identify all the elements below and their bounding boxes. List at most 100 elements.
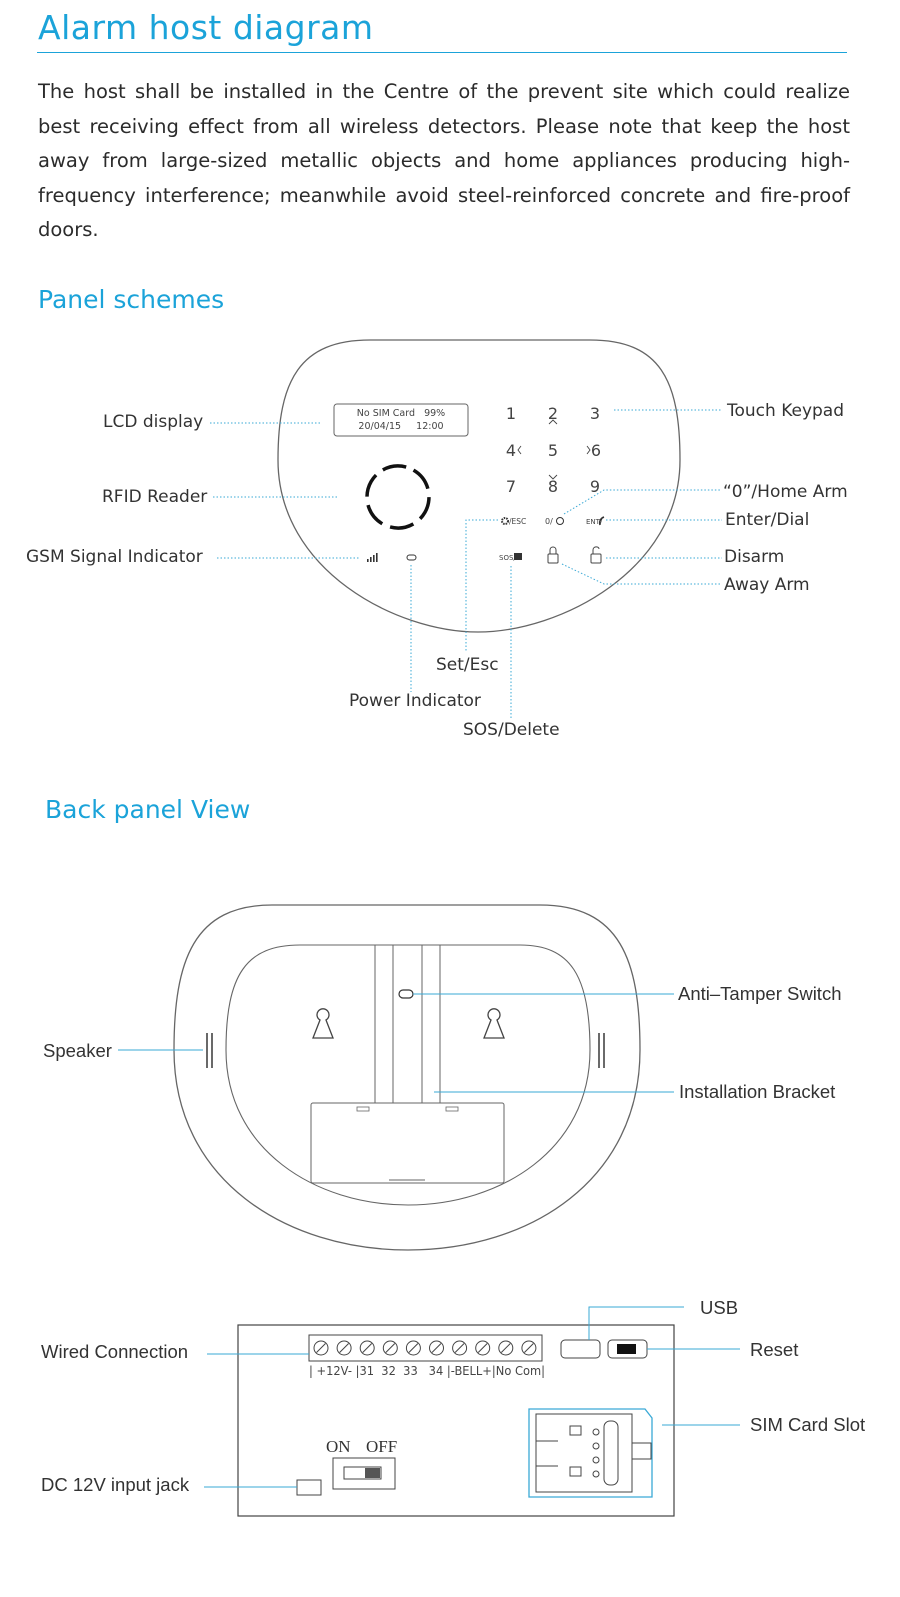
disarm-unlock-icon xyxy=(590,546,602,564)
label-wired-connection: Wired Connection xyxy=(41,1341,189,1362)
lcd-display xyxy=(333,403,469,437)
terminal-screw xyxy=(382,1340,398,1356)
key-6: 6 xyxy=(591,441,601,460)
svg-text:/ESC: /ESC xyxy=(509,517,526,526)
keyhole-left-icon xyxy=(312,1008,334,1039)
switch-off-label: OFF xyxy=(366,1437,397,1456)
key-2: 2 xyxy=(548,404,558,423)
terminal-screw xyxy=(475,1340,491,1356)
terminal-screw-slot xyxy=(524,1343,534,1353)
terminal-screw-slot xyxy=(362,1343,373,1353)
intro-paragraph: The host shall be installed in the Centr… xyxy=(38,80,850,241)
sos-delete-key: SOS/ xyxy=(499,553,522,562)
gear-icon xyxy=(501,517,509,525)
key-8: 8 xyxy=(548,477,558,496)
bracket-rail-left xyxy=(374,944,394,1104)
label-disarm: Disarm xyxy=(724,547,785,567)
svg-text:0/: 0/ xyxy=(545,517,553,526)
back-outer-shell xyxy=(173,904,641,1251)
zero-home-key: 0/ xyxy=(545,517,564,526)
lcd-line-2: 20/04/15 12:00 xyxy=(358,421,443,432)
key-4: 4 xyxy=(506,441,516,460)
key-9: 9 xyxy=(590,477,600,496)
label-reset: Reset xyxy=(750,1339,799,1360)
battery-cover xyxy=(310,1102,505,1184)
speaker-grille-left xyxy=(206,1033,213,1068)
enter-dial-key: ENT/ xyxy=(586,516,605,526)
label-touch-keypad: Touch Keypad xyxy=(727,401,845,421)
label-power-indicator: Power Indicator xyxy=(349,691,481,711)
terminal-screws xyxy=(313,1340,537,1356)
label-away-arm: Away Arm xyxy=(724,575,810,595)
page-title: Alarm host diagram xyxy=(38,8,374,47)
svg-text:ENT/: ENT/ xyxy=(586,518,603,526)
label-home-arm: “0”/Home Arm xyxy=(723,482,848,502)
label-sim-card-slot: SIM Card Slot xyxy=(750,1414,866,1435)
bracket-rail-right xyxy=(421,944,441,1104)
terminal-screw-slot xyxy=(431,1343,442,1353)
gsm-signal-icon xyxy=(367,553,378,562)
label-speaker: Speaker xyxy=(43,1040,112,1061)
label-dc-input-jack: DC 12V input jack xyxy=(41,1474,190,1495)
label-set-esc: Set/Esc xyxy=(436,655,499,675)
terminal-screw xyxy=(521,1340,537,1356)
rfid-reader-ring xyxy=(365,464,431,530)
key-5: 5 xyxy=(548,441,558,460)
key-6-right-mark xyxy=(586,445,591,455)
label-lcd-display: LCD display xyxy=(103,412,204,432)
board-outline xyxy=(237,1324,675,1517)
label-sos-delete: SOS/Delete xyxy=(463,720,560,740)
leader-usb xyxy=(588,1306,684,1340)
label-gsm-signal: GSM Signal Indicator xyxy=(26,547,203,567)
terminal-screw-slot xyxy=(316,1343,326,1353)
lcd-line-1: No SIM Card 99% xyxy=(357,408,445,419)
terminal-screw xyxy=(429,1340,444,1356)
leader-away-arm xyxy=(561,563,720,585)
terminal-screw-slot xyxy=(477,1343,488,1353)
leader-set-esc xyxy=(465,519,498,652)
speaker-grille-right xyxy=(598,1033,605,1068)
delete-icon xyxy=(514,553,522,560)
set-esc-key: /ESC xyxy=(501,517,526,526)
terminal-screw-slot xyxy=(454,1343,465,1353)
tamper-switch xyxy=(398,989,414,999)
key-8-down-mark xyxy=(548,474,558,480)
label-enter-dial: Enter/Dial xyxy=(725,510,810,530)
label-anti-tamper: Anti–Tamper Switch xyxy=(678,983,842,1004)
away-arm-lock-icon xyxy=(547,546,559,564)
label-usb: USB xyxy=(700,1297,739,1318)
terminal-screw xyxy=(313,1340,329,1356)
power-led xyxy=(406,554,417,561)
terminal-screw-slot xyxy=(339,1343,349,1353)
terminal-screw xyxy=(359,1340,375,1356)
key-1: 1 xyxy=(506,404,516,423)
key-3: 3 xyxy=(590,404,600,423)
sim-card-slot xyxy=(528,1408,653,1498)
phone-icon xyxy=(598,516,605,526)
switch-on-label: ON xyxy=(326,1437,351,1456)
usb-port xyxy=(560,1339,601,1359)
back-panel-heading: Back panel View xyxy=(45,795,251,824)
svg-text:SOS/: SOS/ xyxy=(499,554,516,562)
label-rfid-reader: RFID Reader xyxy=(102,487,208,507)
terminal-block xyxy=(308,1334,543,1362)
terminal-screw-slot xyxy=(500,1343,511,1353)
terminal-legend: | +12V- |31 32 33 34 |-BELL+|No Com| xyxy=(309,1364,545,1378)
title-rule xyxy=(37,52,847,53)
home-icon xyxy=(556,517,564,525)
panel-schemes-heading: Panel schemes xyxy=(38,285,225,314)
terminal-screw-slot xyxy=(385,1343,396,1353)
key-7: 7 xyxy=(506,477,516,496)
front-panel-outline xyxy=(277,339,681,633)
terminal-screw xyxy=(405,1340,421,1356)
terminal-screw-slot xyxy=(408,1343,419,1353)
key-2-up-mark xyxy=(548,419,558,425)
power-switch xyxy=(332,1457,396,1490)
leader-home-arm xyxy=(563,489,720,515)
terminal-screw xyxy=(336,1340,352,1356)
terminal-screw xyxy=(498,1340,514,1356)
key-4-left-mark xyxy=(517,445,522,455)
label-installation-bracket: Installation Bracket xyxy=(679,1081,836,1102)
back-inner-shell xyxy=(225,944,591,1206)
